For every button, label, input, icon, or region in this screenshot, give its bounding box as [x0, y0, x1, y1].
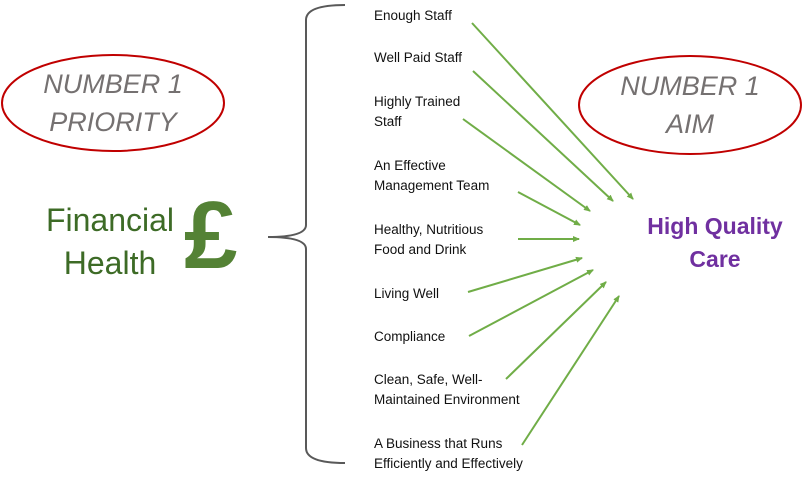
arrow-icon	[505, 281, 607, 380]
goal-line-2: Care	[689, 246, 741, 272]
arrow-icon	[471, 22, 634, 200]
factor-food-and-drink: Healthy, Nutritious Food and Drink	[374, 222, 484, 257]
factor-highly-trained-staff: Highly Trained Staff	[374, 94, 461, 129]
goal-label: High Quality Care	[630, 210, 800, 276]
factor-management-team: An Effective Management Team	[374, 158, 490, 193]
aim-line-1: NUMBER 1	[620, 71, 760, 101]
priority-oval	[1, 54, 225, 152]
arrow-icon	[467, 256, 583, 293]
priority-line-1: NUMBER 1	[43, 69, 183, 99]
factor-efficient-business: A Business that Runs Efficiently and Eff…	[374, 436, 523, 471]
factor-enough-staff: Enough Staff	[374, 8, 452, 23]
pound-sign-icon: £	[184, 182, 238, 289]
financial-health-label: Financial Health	[20, 199, 200, 285]
aim-oval	[578, 55, 802, 155]
factor-environment: Clean, Safe, Well- Maintained Environmen…	[374, 372, 520, 407]
factor-well-paid-staff: Well Paid Staff	[374, 50, 463, 65]
financial-line: Financial	[45, 202, 175, 238]
factor-compliance: Compliance	[374, 329, 446, 344]
aim-line-2: AIM	[665, 109, 714, 139]
arrow-icon	[517, 191, 581, 226]
arrow-icon	[468, 269, 594, 337]
arrow-icon	[462, 118, 591, 212]
aim-oval-label: NUMBER 1 AIM	[578, 67, 802, 143]
priority-oval-label: NUMBER 1 PRIORITY	[1, 65, 225, 141]
factor-living-well: Living Well	[374, 286, 440, 301]
priority-line-2: PRIORITY	[49, 107, 177, 137]
goal-line-1: High Quality	[647, 213, 783, 239]
arrow-icon	[472, 70, 614, 202]
arrow-icon	[521, 295, 620, 446]
health-line: Health	[63, 245, 157, 281]
curly-brace	[267, 4, 346, 464]
